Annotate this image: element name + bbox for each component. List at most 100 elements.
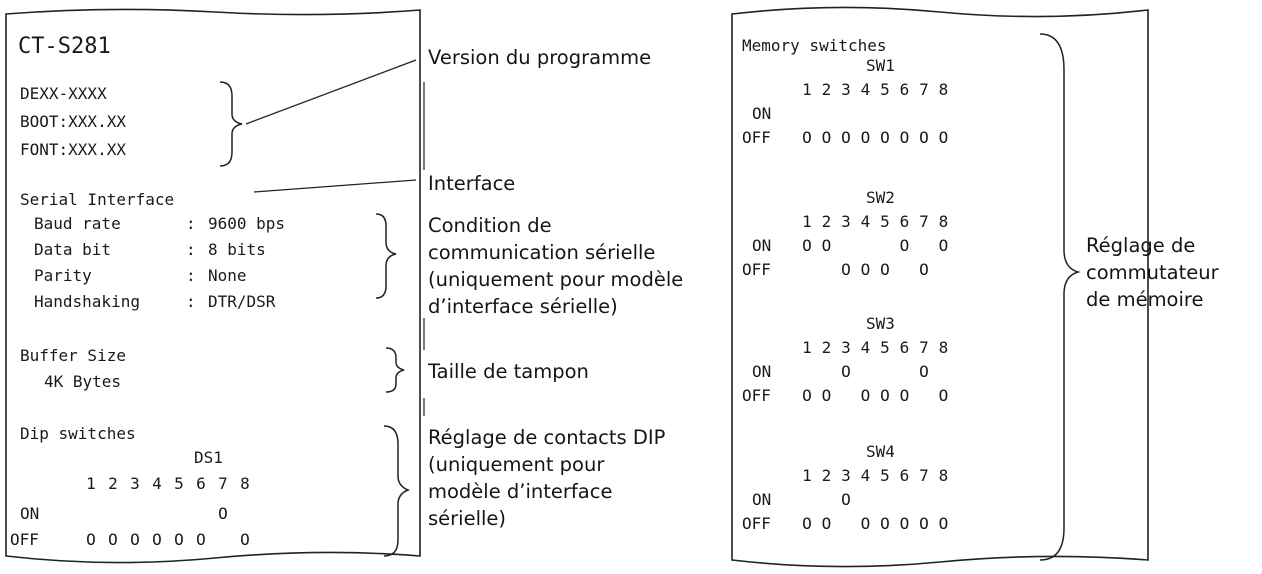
memory-off-mark: O bbox=[938, 386, 949, 405]
annotation-version: Version du programme bbox=[428, 46, 652, 69]
memory-off-mark: O bbox=[880, 260, 890, 279]
serial-brace bbox=[375, 213, 397, 299]
annotation-dip-line4: sérielle) bbox=[428, 507, 507, 530]
memory-switch-number: 1 bbox=[802, 466, 812, 485]
memory-off-mark: O bbox=[860, 514, 871, 533]
serial-sep: : bbox=[186, 292, 196, 311]
version-leader bbox=[245, 59, 417, 125]
dip-off-mark: O bbox=[130, 530, 140, 549]
memory-off-mark: O bbox=[802, 128, 812, 147]
serial-value-handshaking: DTR/DSR bbox=[208, 292, 276, 311]
memory-switch-number: 3 bbox=[841, 212, 851, 231]
memory-switch-number: 7 bbox=[919, 212, 929, 231]
annotation-serial-line3: (uniquement pour modèle bbox=[428, 268, 684, 291]
buffer-size-title: Buffer Size bbox=[20, 346, 126, 365]
version-brace bbox=[219, 81, 243, 167]
memory-on-mark: O bbox=[919, 362, 929, 381]
font-version: FONT:XXX.XX bbox=[20, 140, 126, 159]
annotation-memory-line1: Réglage de bbox=[1086, 234, 1196, 257]
dip-switch-number: 5 bbox=[174, 474, 184, 493]
memory-switch-number: 5 bbox=[880, 466, 890, 485]
memory-off-mark: O bbox=[880, 128, 890, 147]
memory-switch-number: 1 bbox=[802, 80, 812, 99]
memory-off-mark: O bbox=[821, 128, 832, 147]
memory-on-mark: O bbox=[938, 236, 949, 255]
dip-off-mark: O bbox=[86, 530, 96, 549]
memory-off-mark: O bbox=[919, 260, 929, 279]
memory-switch-number: 3 bbox=[841, 80, 851, 99]
serial-value-baud: 9600 bps bbox=[208, 214, 286, 233]
memory-switch-number: 5 bbox=[880, 338, 890, 357]
serial-sep: : bbox=[186, 240, 196, 259]
memory-switch-number: 4 bbox=[860, 212, 871, 231]
memory-switch-number: 6 bbox=[899, 338, 910, 357]
left-receipt-outline bbox=[5, 8, 421, 564]
memory-switch-number: 4 bbox=[860, 338, 871, 357]
dip-switch-number: 4 bbox=[152, 474, 162, 493]
annotation-dip-line1: Réglage de contacts DIP bbox=[428, 426, 666, 449]
memory-switch-number: 8 bbox=[938, 338, 949, 357]
memory-off-mark: O bbox=[880, 514, 890, 533]
memory-off-mark: O bbox=[802, 514, 812, 533]
memory-off-mark: O bbox=[938, 128, 949, 147]
dip-off-mark: O bbox=[240, 530, 250, 549]
annotation-memory-line2: commutateur bbox=[1086, 261, 1219, 284]
memory-off-mark: O bbox=[938, 514, 949, 533]
memory-switch-number: 2 bbox=[821, 212, 832, 231]
annotation-serial-line1: Condition de bbox=[428, 214, 552, 237]
annotation-memory-line3: de mémoire bbox=[1086, 288, 1204, 311]
memory-switch-number: 4 bbox=[860, 466, 871, 485]
buffer-size-value: 4K Bytes bbox=[44, 372, 122, 391]
dip-off-mark: O bbox=[152, 530, 162, 549]
memory-off-mark: O bbox=[860, 386, 871, 405]
serial-sep: : bbox=[186, 214, 196, 233]
memory-off-mark: O bbox=[860, 128, 871, 147]
serial-label-baud: Baud rate bbox=[34, 214, 121, 233]
boot-version: BOOT:XXX.XX bbox=[20, 112, 126, 131]
dip-on-label: ON bbox=[20, 504, 40, 523]
memory-switch-number: 5 bbox=[880, 212, 890, 231]
memory-off-mark: O bbox=[860, 260, 871, 279]
dip-switch-number: 8 bbox=[240, 474, 250, 493]
annotation-interface: Interface bbox=[428, 172, 516, 195]
memory-off-mark: O bbox=[899, 128, 910, 147]
dip-off-mark: O bbox=[196, 530, 206, 549]
memory-on-mark: O bbox=[841, 362, 851, 381]
serial-value-parity: None bbox=[208, 266, 247, 285]
memory-off-label: OFF bbox=[742, 386, 771, 405]
dip-off-label: OFF bbox=[10, 530, 39, 549]
serial-label-handshaking: Handshaking bbox=[34, 292, 140, 311]
memory-off-label: OFF bbox=[742, 260, 771, 279]
memory-off-mark: O bbox=[821, 386, 832, 405]
dip-switches-title: Dip switches bbox=[20, 424, 136, 443]
memory-switch-number: 2 bbox=[821, 466, 832, 485]
dip-off-mark: O bbox=[174, 530, 184, 549]
memory-switch-number: 1 bbox=[802, 338, 812, 357]
memory-switch-number: 8 bbox=[938, 466, 949, 485]
memory-switch-number: 8 bbox=[938, 80, 949, 99]
memory-off-mark: O bbox=[880, 386, 890, 405]
memory-on-mark: O bbox=[899, 236, 910, 255]
serial-label-databit: Data bit bbox=[34, 240, 112, 259]
memory-switch-number: 8 bbox=[938, 212, 949, 231]
memory-switch-number: 7 bbox=[919, 338, 929, 357]
firmware-version: DEXX-XXXX bbox=[20, 84, 107, 103]
memory-off-label: OFF bbox=[742, 514, 771, 533]
memory-group-name: SW4 bbox=[866, 442, 895, 461]
memory-off-mark: O bbox=[899, 514, 910, 533]
memory-switch-number: 6 bbox=[899, 80, 910, 99]
memory-switch-number: 5 bbox=[880, 80, 890, 99]
dip-switch-number: 6 bbox=[196, 474, 206, 493]
serial-sep: : bbox=[186, 266, 196, 285]
memory-off-label: OFF bbox=[742, 128, 771, 147]
memory-switch-number: 3 bbox=[841, 466, 851, 485]
serial-interface-title: Serial Interface bbox=[20, 190, 175, 209]
dip-on-mark: O bbox=[218, 504, 228, 523]
memory-on-mark: O bbox=[802, 236, 812, 255]
memory-off-mark: O bbox=[821, 514, 832, 533]
memory-off-mark: O bbox=[899, 386, 910, 405]
memory-group-name: SW1 bbox=[866, 56, 895, 75]
annotation-serial-line2: communication sérielle bbox=[428, 241, 656, 264]
